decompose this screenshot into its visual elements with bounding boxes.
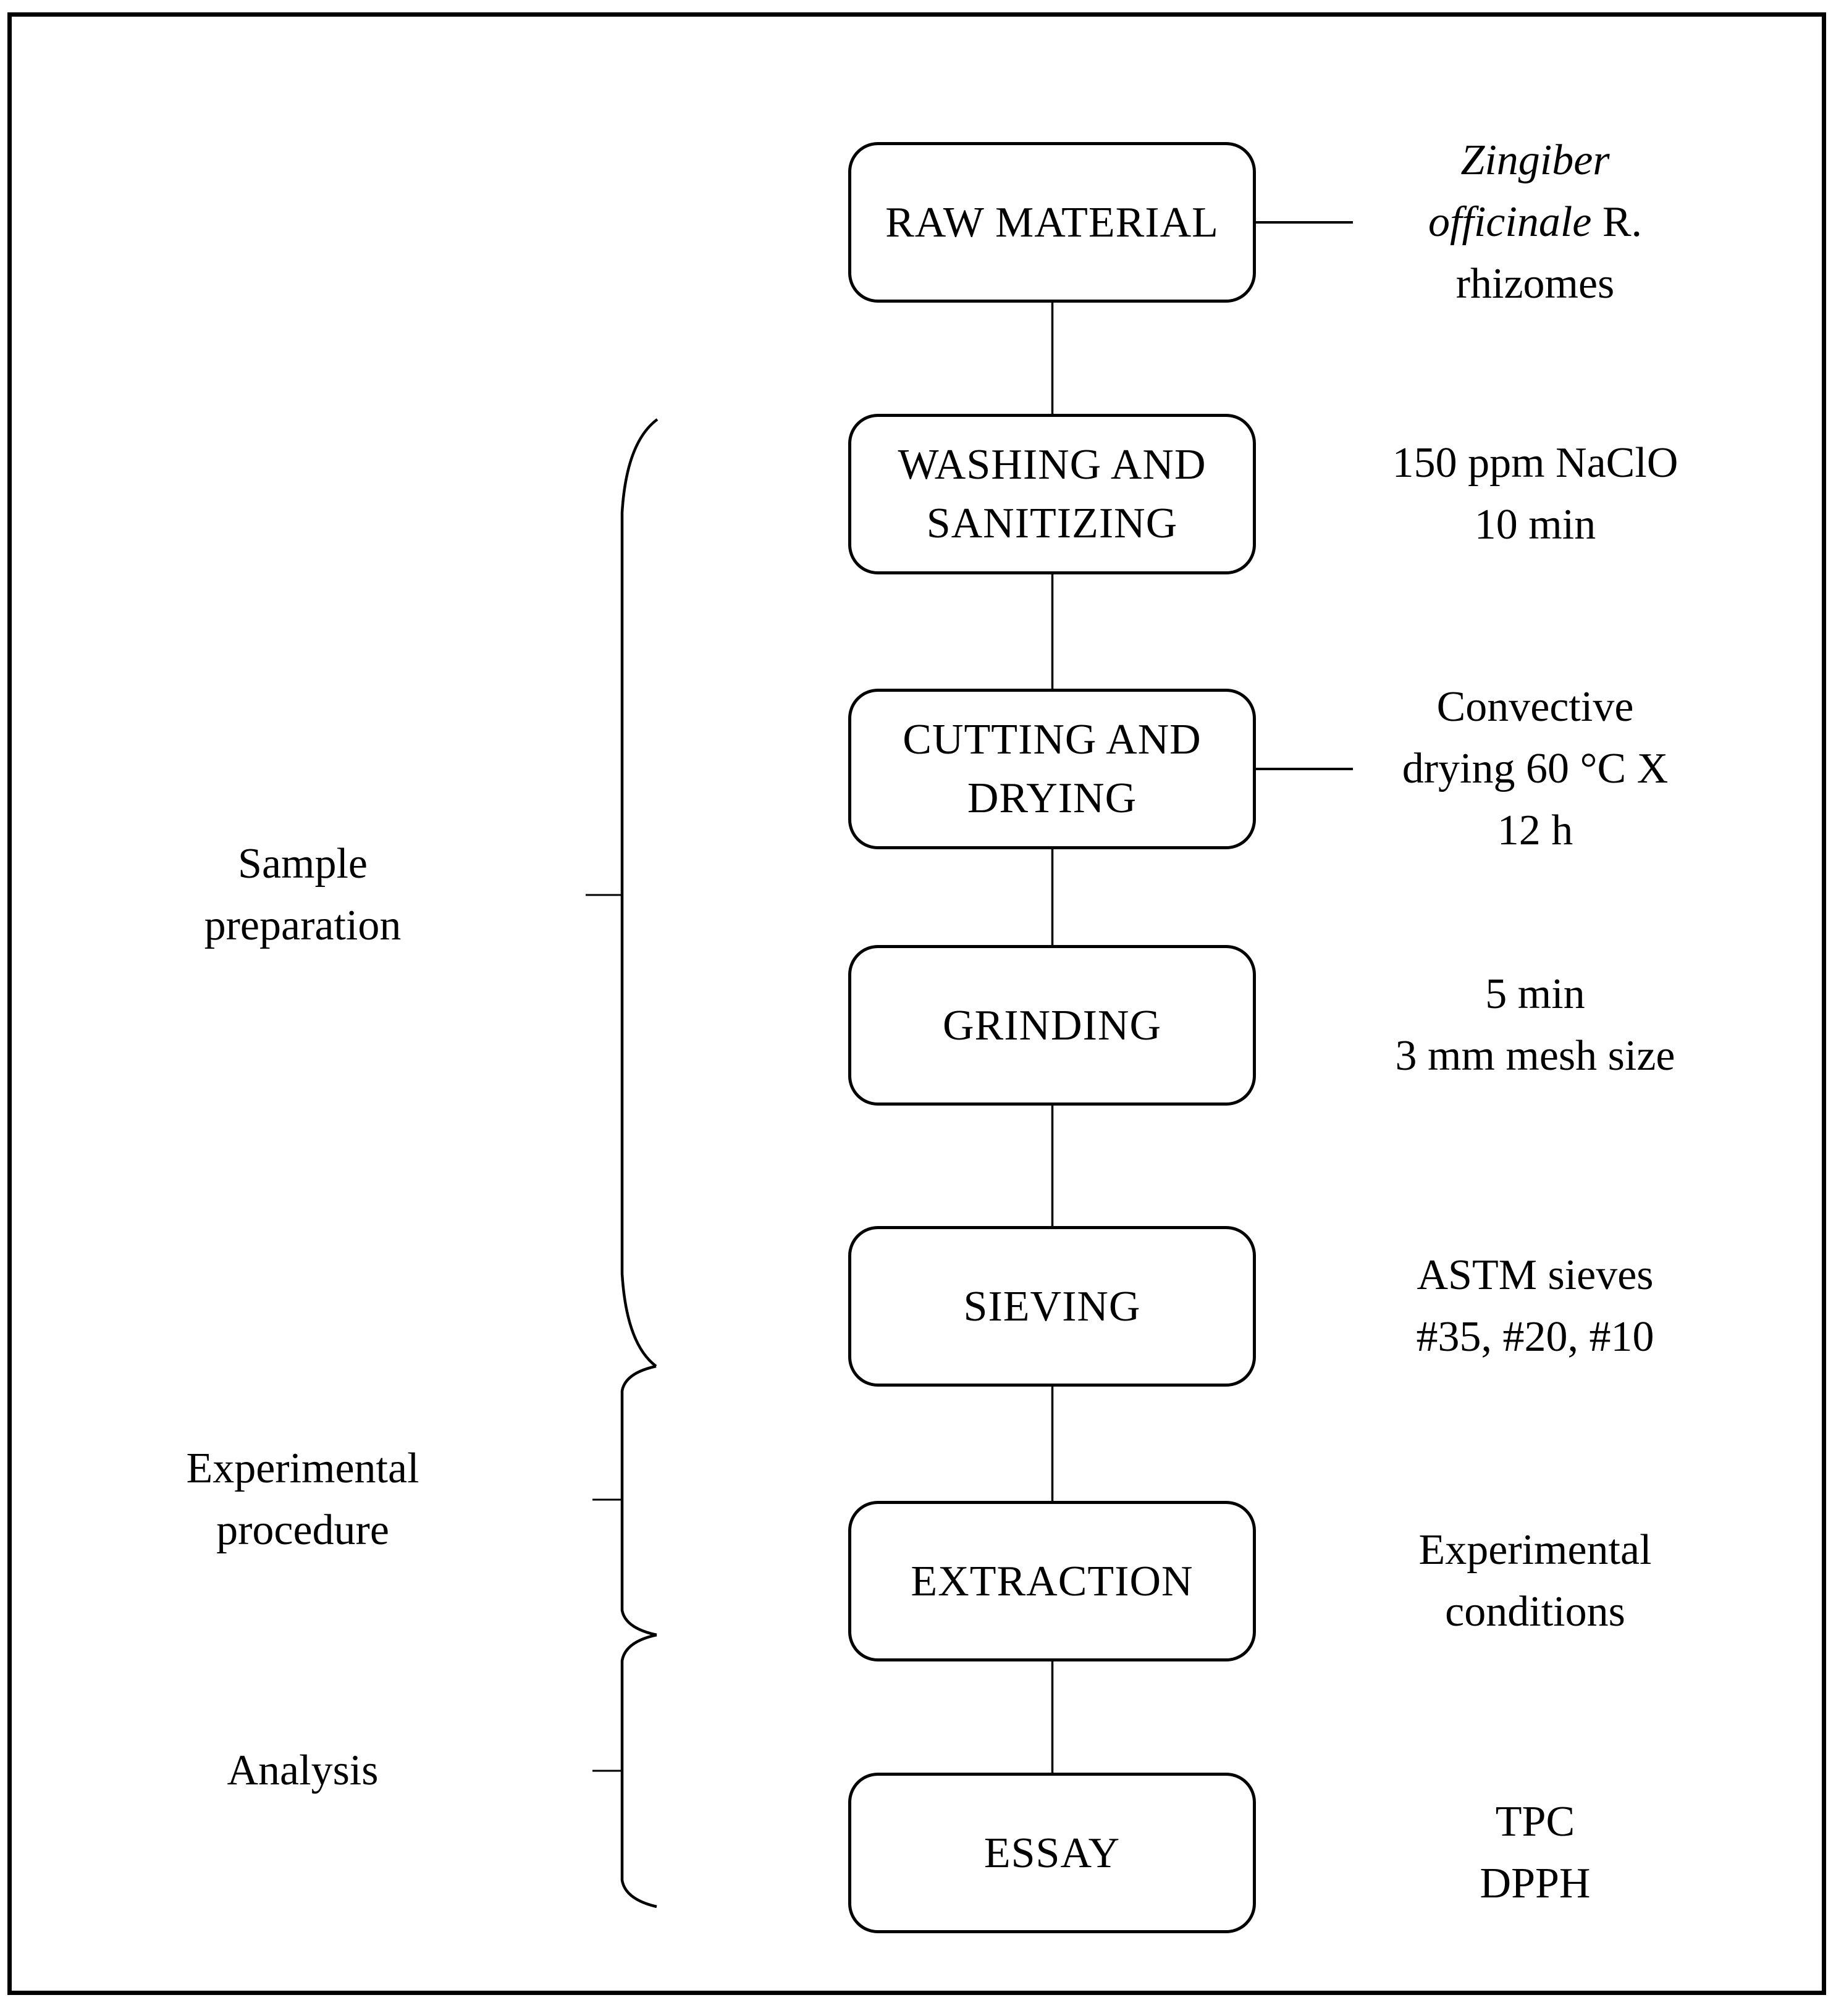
annotation-line: 12 h — [1497, 807, 1573, 854]
annotation-line: Zingiber — [1460, 136, 1610, 184]
annotation-extraction: Experimental conditions — [1316, 1519, 1754, 1643]
process-box-sieving: SIEVING — [848, 1226, 1256, 1387]
stage-label-experimental-procedure: Experimental procedure — [117, 1438, 488, 1561]
annotation-line: drying 60 °C X — [1402, 745, 1669, 792]
annotation-line: Experimental — [1418, 1526, 1652, 1574]
annotation-line: DPPH — [1480, 1860, 1591, 1907]
box-label-line: WASHING AND — [898, 441, 1206, 489]
process-box-cutting-drying: CUTTING AND DRYING — [848, 689, 1256, 849]
annotation-line: officinale R. — [1428, 198, 1643, 246]
brace-experimental-procedure — [620, 1364, 657, 1637]
stage-label-line: preparation — [204, 902, 402, 949]
box-label-line: SANITIZING — [926, 500, 1178, 547]
box-label-line: GRINDING — [942, 1001, 1162, 1049]
outer-border — [7, 12, 1826, 1995]
annotation-line: 10 min — [1474, 501, 1596, 548]
box-label-line: ESSAY — [983, 1829, 1121, 1877]
box-label-line: RAW MATERIAL — [885, 198, 1219, 246]
box-label-line: DRYING — [967, 775, 1137, 822]
brace-analysis — [620, 1633, 657, 1909]
annotation-line: conditions — [1445, 1588, 1625, 1636]
annotation-line: Convective — [1436, 683, 1634, 731]
annotation-line: #35, #20, #10 — [1416, 1313, 1654, 1361]
annotation-raw-material: Zingiber officinale R. rhizomes — [1316, 130, 1754, 315]
process-box-extraction: EXTRACTION — [848, 1501, 1256, 1661]
annotation-washing: 150 ppm NaClO 10 min — [1316, 432, 1754, 556]
annotation-line: 150 ppm NaClO — [1392, 439, 1678, 487]
process-box-washing-sanitizing: WASHING AND SANITIZING — [848, 414, 1256, 574]
box-label-line: SIEVING — [963, 1282, 1141, 1330]
process-box-raw-material: RAW MATERIAL — [848, 142, 1256, 303]
process-box-essay: ESSAY — [848, 1773, 1256, 1933]
annotation-sieving: ASTM sieves #35, #20, #10 — [1316, 1245, 1754, 1368]
box-label-line: EXTRACTION — [911, 1557, 1194, 1605]
stage-label-line: procedure — [216, 1506, 389, 1554]
annotation-essay: TPC DPPH — [1316, 1791, 1754, 1915]
stage-label-analysis: Analysis — [117, 1740, 488, 1802]
stage-label-line: Analysis — [227, 1747, 379, 1794]
annotation-line: ASTM sieves — [1417, 1251, 1654, 1299]
annotation-grinding: 5 min 3 mm mesh size — [1316, 964, 1754, 1087]
annotation-line: TPC — [1495, 1798, 1575, 1846]
box-label-line: CUTTING AND — [903, 716, 1202, 763]
process-box-grinding: GRINDING — [848, 945, 1256, 1106]
brace-sample-preparation — [620, 418, 659, 1367]
annotation-line: 3 mm mesh size — [1395, 1032, 1675, 1080]
stage-label-line: Experimental — [186, 1445, 419, 1492]
stage-label-sample-preparation: Sample preparation — [117, 833, 488, 957]
annotation-line: rhizomes — [1455, 260, 1615, 308]
stage-label-line: Sample — [238, 840, 368, 888]
annotation-cutting-drying: Convective drying 60 °C X 12 h — [1316, 676, 1754, 862]
annotation-line: 5 min — [1485, 970, 1585, 1018]
